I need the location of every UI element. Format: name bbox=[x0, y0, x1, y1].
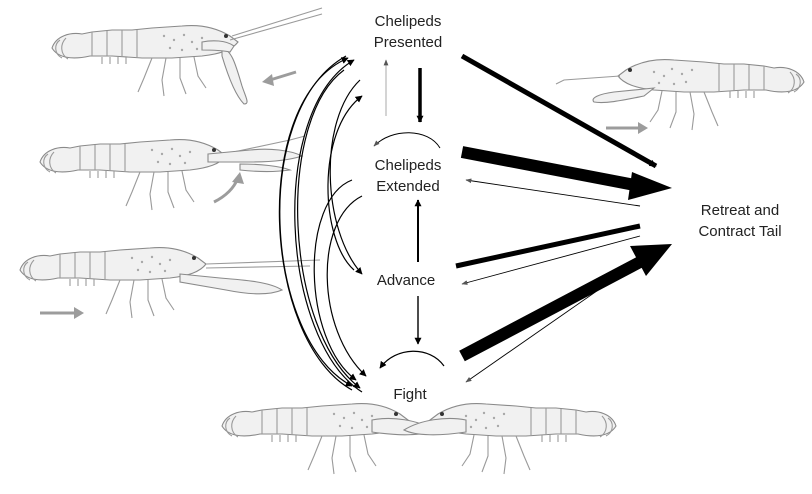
transition-arrows bbox=[279, 56, 672, 392]
node-label-line: Chelipeds bbox=[375, 13, 442, 30]
node-label-line: Presented bbox=[374, 34, 442, 51]
crayfish-drawing-retreat bbox=[556, 59, 804, 130]
node-chelipeds-presented: Chelipeds Presented bbox=[374, 13, 442, 51]
node-chelipeds-extended: Chelipeds Extended bbox=[375, 157, 442, 195]
node-advance: Advance bbox=[377, 272, 435, 289]
crayfish-drawing-advance bbox=[20, 247, 320, 318]
node-label-line: Retreat and bbox=[701, 202, 779, 219]
node-label-line: Chelipeds bbox=[375, 157, 442, 174]
node-label-line: Fight bbox=[393, 386, 427, 403]
node-label-line: Advance bbox=[377, 272, 435, 289]
crayfish-drawing-extended bbox=[40, 136, 305, 210]
crayfish-drawing-presented bbox=[52, 8, 322, 104]
node-label-line: Extended bbox=[376, 178, 439, 195]
node-retreat-contract-tail: Retreat and Contract Tail bbox=[698, 202, 781, 240]
node-fight: Fight bbox=[393, 386, 427, 403]
crayfish-drawing-fight bbox=[222, 403, 616, 474]
node-label-line: Contract Tail bbox=[698, 223, 781, 240]
